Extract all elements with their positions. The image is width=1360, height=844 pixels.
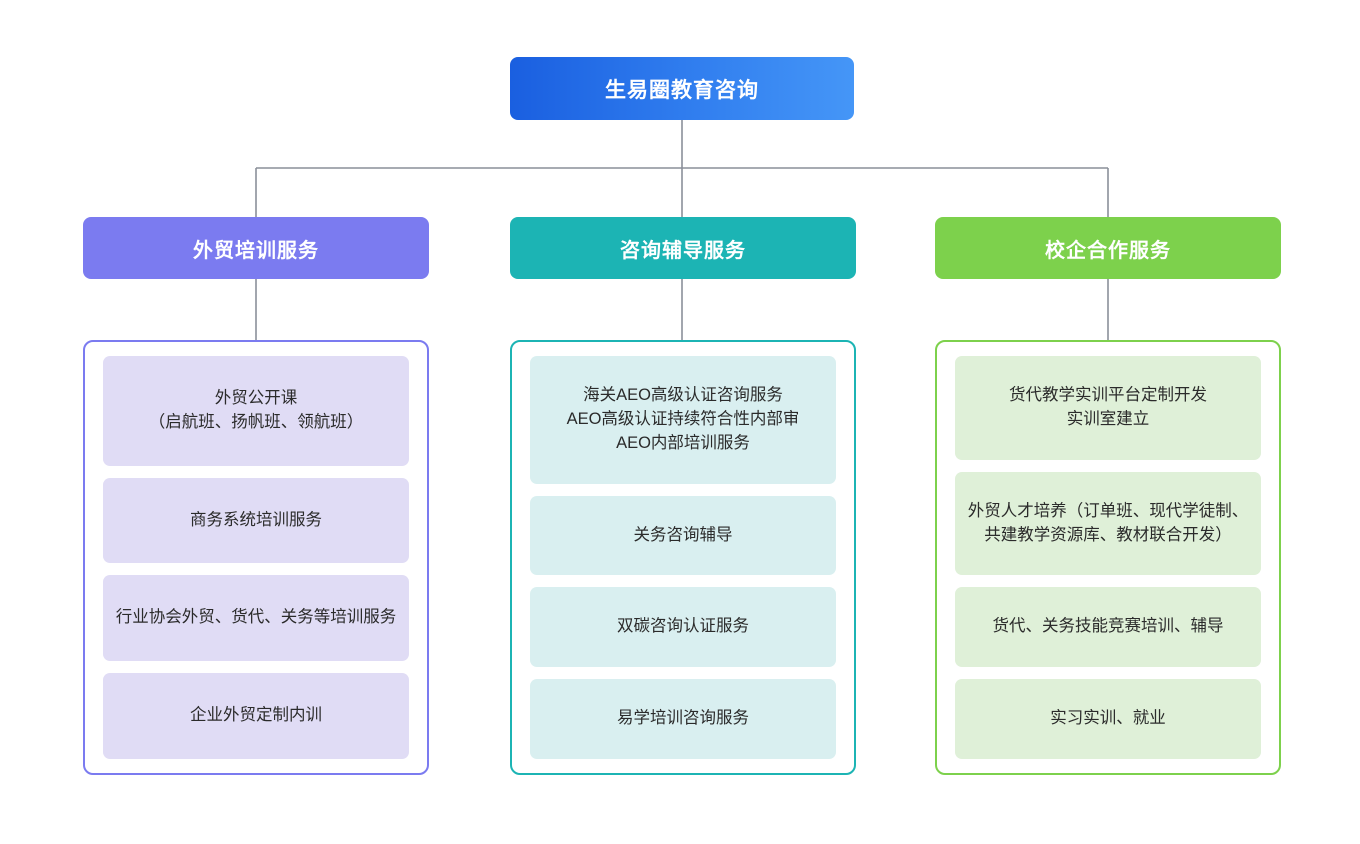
leaf-card[interactable]: 双碳咨询认证服务 xyxy=(530,587,836,668)
leaf-card[interactable]: 外贸公开课 （启航班、扬帆班、领航班） xyxy=(103,356,409,466)
leaf-card-label: 海关AEO高级认证咨询服务 AEO高级认证持续符合性内部审 AEO内部培训服务 xyxy=(566,385,800,452)
leaf-card[interactable]: 易学培训咨询服务 xyxy=(530,679,836,760)
leaf-card-label: 易学培训咨询服务 xyxy=(617,709,749,728)
branch-panel-school-enterprise-cooperation: 货代教学实训平台定制开发 实训室建立 外贸人才培养（订单班、现代学徒制、共建教学… xyxy=(935,340,1281,775)
branch-panel-consulting-tutoring: 海关AEO高级认证咨询服务 AEO高级认证持续符合性内部审 AEO内部培训服务 … xyxy=(510,340,856,775)
leaf-card[interactable]: 商务系统培训服务 xyxy=(103,477,409,564)
leaf-card-label: 货代教学实训平台定制开发 实训室建立 xyxy=(1009,385,1207,428)
leaf-card[interactable]: 实习实训、就业 xyxy=(955,679,1261,760)
leaf-card[interactable]: 海关AEO高级认证咨询服务 AEO高级认证持续符合性内部审 AEO内部培训服务 xyxy=(530,356,836,484)
branch-header-label: 外贸培训服务 xyxy=(193,239,319,262)
leaf-card[interactable]: 外贸人才培养（订单班、现代学徒制、共建教学资源库、教材联合开发） xyxy=(955,471,1261,576)
root-node-label: 生易圈教育咨询 xyxy=(605,78,759,102)
leaf-card-label: 关务咨询辅导 xyxy=(633,525,733,544)
leaf-card-label: 货代、关务技能竞赛培训、辅导 xyxy=(992,617,1224,636)
leaf-card[interactable]: 货代、关务技能竞赛培训、辅导 xyxy=(955,587,1261,668)
leaf-card-label: 实习实训、就业 xyxy=(1050,709,1166,728)
branch-panel-foreign-trade-training: 外贸公开课 （启航班、扬帆班、领航班） 商务系统培训服务 行业协会外贸、货代、关… xyxy=(83,340,429,775)
branch-header-foreign-trade-training[interactable]: 外贸培训服务 xyxy=(83,217,429,279)
leaf-card-label: 外贸公开课 （启航班、扬帆班、领航班） xyxy=(148,388,364,431)
leaf-card-label: 企业外贸定制内训 xyxy=(190,706,322,725)
branch-header-consulting-tutoring[interactable]: 咨询辅导服务 xyxy=(510,217,856,279)
leaf-card-label: 双碳咨询认证服务 xyxy=(617,617,749,636)
leaf-card[interactable]: 行业协会外贸、货代、关务等培训服务 xyxy=(103,575,409,662)
branch-header-school-enterprise-cooperation[interactable]: 校企合作服务 xyxy=(935,217,1281,279)
leaf-card[interactable]: 关务咨询辅导 xyxy=(530,495,836,576)
branch-header-label: 咨询辅导服务 xyxy=(620,239,746,262)
leaf-card[interactable]: 企业外贸定制内训 xyxy=(103,673,409,759)
leaf-card-label: 外贸人才培养（订单班、现代学徒制、共建教学资源库、教材联合开发） xyxy=(967,501,1249,544)
leaf-card[interactable]: 货代教学实训平台定制开发 实训室建立 xyxy=(955,356,1261,460)
branch-header-label: 校企合作服务 xyxy=(1045,239,1171,262)
leaf-card-label: 商务系统培训服务 xyxy=(190,510,322,529)
root-node[interactable]: 生易圈教育咨询 xyxy=(510,57,854,120)
leaf-card-label: 行业协会外贸、货代、关务等培训服务 xyxy=(115,608,397,627)
